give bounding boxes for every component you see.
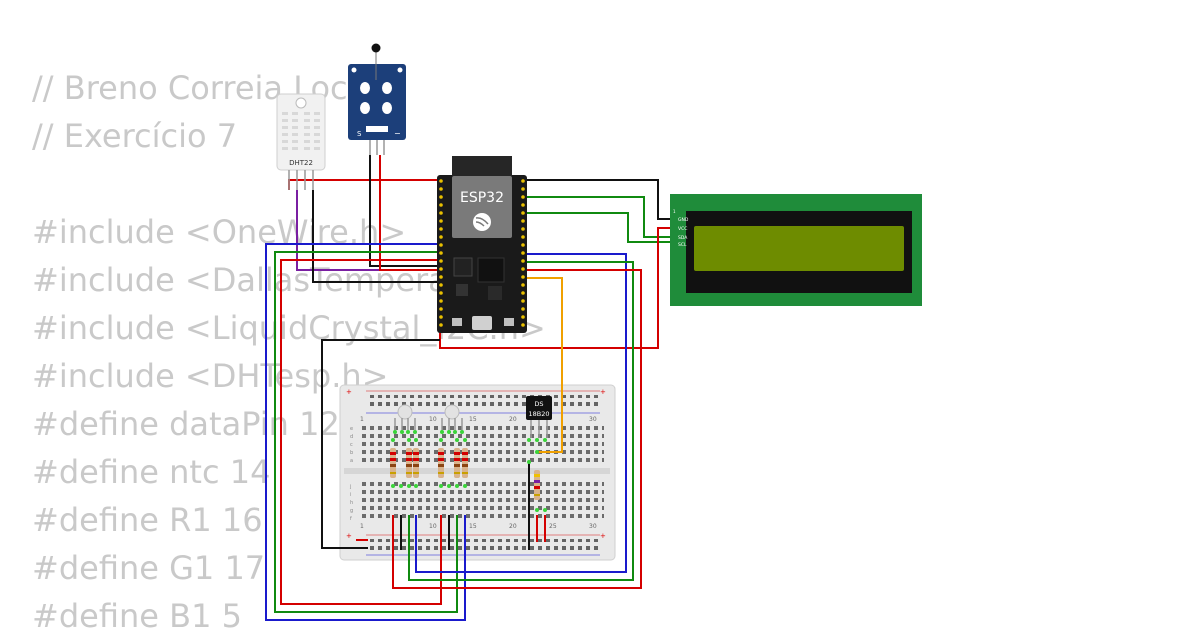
wire-green xyxy=(408,261,634,581)
breadboard-row-label: h xyxy=(350,500,353,506)
rgb-led-1[interactable] xyxy=(394,404,416,432)
breadboard-col-label: 1 xyxy=(360,416,364,423)
ntc-pin-s-label: S xyxy=(357,130,362,138)
esp32-label: ESP32 xyxy=(460,190,504,206)
wire-black xyxy=(321,339,440,549)
breadboard-col-label: 20 xyxy=(509,523,517,530)
rail-plus-symbol: + xyxy=(600,388,606,396)
breadboard-col-label: 30 xyxy=(589,416,597,423)
breadboard-row-label: c xyxy=(350,442,353,448)
wire-black xyxy=(524,179,678,220)
wire-black xyxy=(369,155,440,267)
breadboard-row-label: d xyxy=(350,434,353,440)
breadboard-row-label: j xyxy=(349,484,351,490)
breadboard-col-label: 15 xyxy=(469,416,477,423)
rail-plus-symbol: + xyxy=(346,388,352,396)
breadboard-row-label: f xyxy=(350,516,352,522)
breadboard-row-label: g xyxy=(350,508,353,514)
dht22-label: DHT22 xyxy=(289,159,313,167)
ds18b20-label-line1: DS xyxy=(534,400,543,408)
lcd-display[interactable]: GND VCC SDA SCL 1 xyxy=(670,194,922,306)
breadboard-col-label: 30 xyxy=(589,523,597,530)
lcd-pin-1-marker: 1 xyxy=(673,209,676,214)
wire-blue xyxy=(265,243,466,621)
resistor xyxy=(406,448,412,478)
breadboard-col-label: 10 xyxy=(429,523,437,530)
resistor xyxy=(438,448,444,478)
breadboard-col-label: 10 xyxy=(429,416,437,423)
resistors[interactable] xyxy=(390,448,540,500)
code-line-define-ntc: #define ntc 14 xyxy=(32,453,271,491)
resistor xyxy=(462,448,468,478)
usb-port xyxy=(472,316,492,330)
lcd-pin-scl: SCL xyxy=(678,242,687,248)
ntc-pin-minus-label: − xyxy=(394,129,401,138)
code-line-define-b1: #define B1 5 xyxy=(32,597,242,635)
wire-green xyxy=(524,196,678,238)
ntc-thermistor-module[interactable]: S − xyxy=(348,43,406,156)
wire-red xyxy=(392,269,642,589)
esp32-board[interactable]: ESP32 xyxy=(437,156,527,333)
breadboard[interactable]: 1 10 15 20 30 1 10 15 20 25 30 j i h g f… xyxy=(339,384,616,561)
espressif-logo-icon xyxy=(473,213,491,231)
ds18b20-sensor[interactable]: DS 18B20 xyxy=(526,396,552,438)
resistor xyxy=(454,448,460,478)
lcd-pin-sda: SDA xyxy=(678,235,688,241)
code-line-define-g1: #define G1 17 xyxy=(32,549,266,587)
resistor xyxy=(413,448,419,478)
rgb-led-2[interactable] xyxy=(441,404,463,432)
thermistor-bead xyxy=(371,43,381,53)
resistor xyxy=(390,448,396,478)
rail-plus-symbol: + xyxy=(600,532,606,540)
breadboard-col-label: 25 xyxy=(549,523,557,530)
wire-red xyxy=(288,179,440,190)
wires[interactable] xyxy=(265,155,678,621)
wire-green xyxy=(524,212,678,243)
wire-blue xyxy=(415,253,627,573)
code-line-define-r1: #define R1 16 xyxy=(32,501,263,539)
breadboard-row-label: e xyxy=(350,426,353,432)
breadboard-row-label: i xyxy=(350,492,351,498)
breadboard-col-label: 20 xyxy=(509,416,517,423)
breadboard-row-label: b xyxy=(350,450,353,456)
code-line-define-datapin: #define dataPin 12 xyxy=(32,405,340,443)
resistor-pullup xyxy=(534,470,540,500)
lcd-pin-gnd: GND xyxy=(678,217,689,223)
wire-red xyxy=(439,227,678,349)
code-line-comment-exercise: // Exercício 7 xyxy=(32,117,238,155)
code-line-include-lcd: #include <LiquidCrystal_I2C.h> xyxy=(32,309,546,347)
breadboard-col-label: 1 xyxy=(360,523,364,530)
wire-black xyxy=(312,190,440,283)
wire-purple xyxy=(296,190,440,271)
breadboard-col-label: 15 xyxy=(469,523,477,530)
rail-plus-symbol: + xyxy=(346,532,352,540)
wire-orange xyxy=(524,277,563,453)
breadboard-row-label: a xyxy=(350,458,353,464)
wire-red xyxy=(379,155,440,271)
connection-dots xyxy=(391,430,547,512)
wire-red xyxy=(280,259,442,605)
dht22-sensor[interactable]: DHT22 xyxy=(276,93,326,190)
lcd-pin-vcc: VCC xyxy=(678,226,687,232)
ds18b20-label-line2: 18B20 xyxy=(528,410,549,418)
